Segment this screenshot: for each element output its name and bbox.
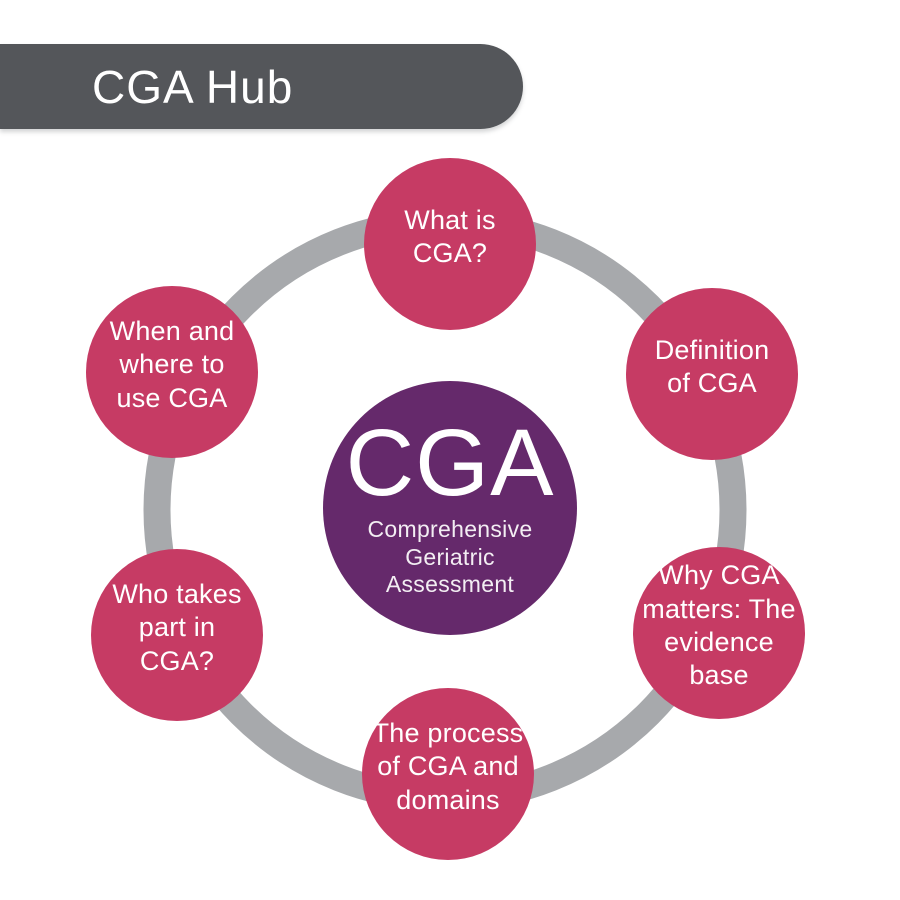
hub-node-definition-of-cga[interactable]: Definition of CGA	[626, 288, 798, 460]
center-title: CGA	[345, 410, 555, 517]
hub-center-cga: CGA Comprehensive Geriatric Assessment	[323, 381, 577, 635]
hub-node-what-is-cga[interactable]: What is CGA?	[364, 158, 536, 330]
header-bar: CGA Hub	[0, 44, 523, 129]
hub-node-label: Definition of CGA	[654, 334, 770, 398]
page-title: CGA Hub	[92, 60, 294, 113]
hub-node-when-where-use-cga[interactable]: When and where to use CGA	[86, 286, 258, 458]
hub-node-label: When and where to use CGA	[109, 315, 235, 413]
hub-node-label: Who takes part in CGA?	[112, 578, 242, 676]
hub-node-label: What is CGA?	[404, 204, 496, 268]
hub-node-why-cga-matters[interactable]: Why CGA matters: The evidence base	[633, 547, 805, 719]
hub-node-label: The process of CGA and domains	[372, 717, 524, 815]
hub-node-label: Why CGA matters: The evidence base	[642, 560, 796, 691]
hub-node-who-takes-part[interactable]: Who takes part in CGA?	[91, 549, 263, 721]
hub-node-process-of-cga[interactable]: The process of CGA and domains	[362, 688, 534, 860]
center-subtitle: Comprehensive Geriatric Assessment	[367, 516, 533, 597]
